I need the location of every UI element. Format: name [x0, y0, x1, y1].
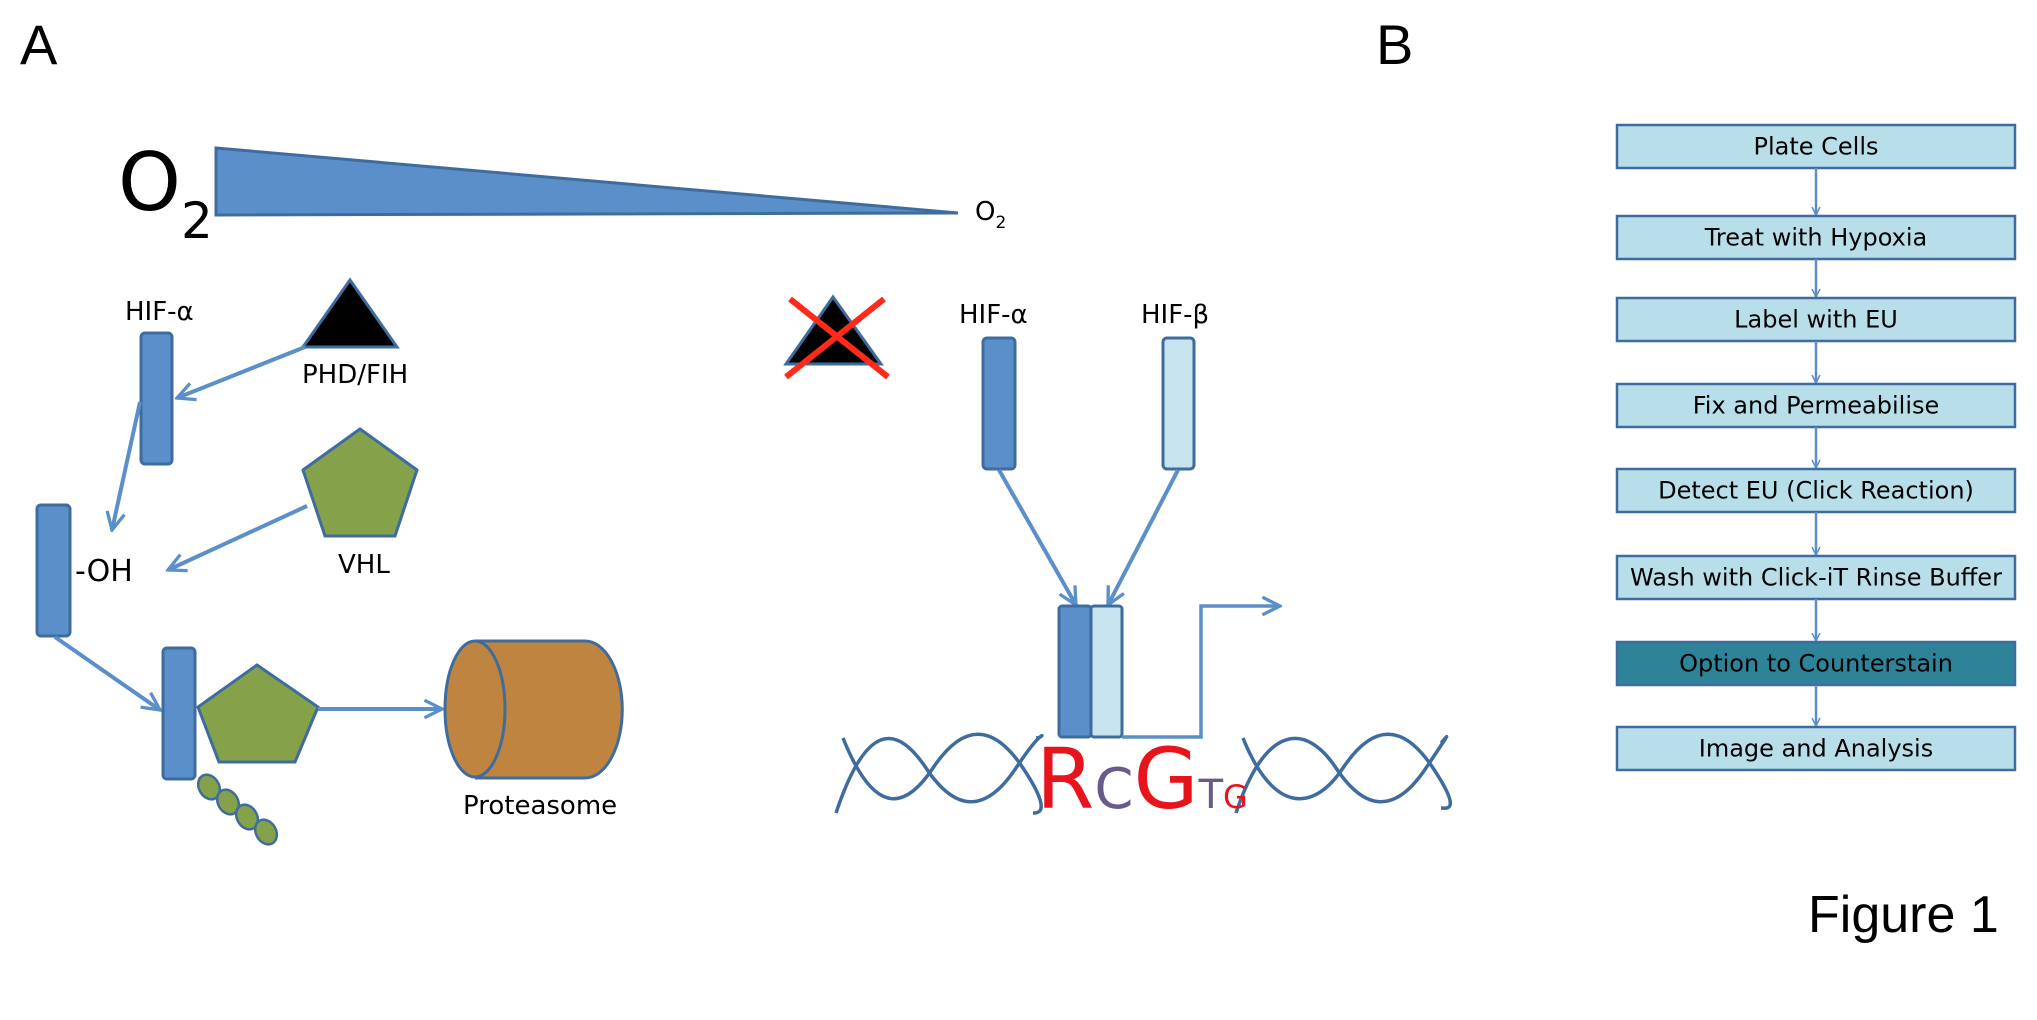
flow-step-label: Treat with Hypoxia — [1704, 224, 1928, 252]
figure-label: Figure 1 — [1808, 886, 1999, 944]
flow-step-label: Label with EU — [1734, 306, 1898, 334]
hif-beta-label: HIF-β — [1141, 300, 1209, 330]
hif-alpha-label-hypoxia: HIF-α — [959, 300, 1028, 330]
hypoxia-pathway: HIF-α HIF-β RCGTG — [783, 294, 1453, 828]
flow-step-box — [1615, 554, 2017, 601]
flow-step-box — [1615, 467, 2017, 514]
flow-step-label: Option to Counterstain — [1679, 650, 1953, 678]
hre-letter-g2: G — [1223, 778, 1248, 816]
hre-letter-g: G — [1133, 730, 1198, 828]
hif-to-oh-arrow — [112, 401, 142, 530]
hif-alpha-label: HIF-α — [125, 297, 194, 327]
panel-a-label: A — [20, 13, 58, 76]
dna-right-helix — [1234, 732, 1453, 814]
hif-alpha-bar — [139, 331, 174, 466]
phd-fih-label: PHD/FIH — [302, 360, 408, 390]
hydroxyl-label: -OH — [75, 554, 133, 589]
vhl-label: VHL — [338, 550, 390, 580]
hre-letter-t: T — [1198, 772, 1224, 818]
hif-beta-to-dimer-arrow — [1106, 469, 1180, 605]
hre-letter-r: R — [1036, 730, 1094, 828]
inhibition-cross-icon — [784, 296, 890, 380]
hre-sequence: RCGTG — [1036, 730, 1248, 828]
flow-step-box — [1615, 725, 2017, 772]
oxygen-gradient-wedge — [214, 146, 959, 217]
hif-beta-bar — [1161, 336, 1196, 471]
oxygen-gradient: O2 O2 — [118, 136, 1006, 250]
ubiquitinated-hif-bar — [161, 646, 197, 781]
proteasome-label: Proteasome — [463, 791, 617, 821]
flow-step-label: Image and Analysis — [1699, 735, 1933, 763]
hre-letter-c: C — [1094, 757, 1133, 822]
dna-left-helix — [834, 732, 1044, 815]
transcription-arrow — [1122, 606, 1280, 739]
oh-to-complex-arrow — [53, 635, 160, 710]
panel-b-label: B — [1376, 13, 1413, 76]
proteasome-cylinder — [443, 639, 624, 780]
flow-step-label: Plate Cells — [1753, 133, 1878, 161]
vhl-bound-pentagon — [196, 663, 320, 764]
vhl-pentagon — [301, 427, 419, 538]
dimer-hif-alpha — [1057, 604, 1093, 739]
flow-step-label: Wash with Click-iT Rinse Buffer — [1630, 564, 2002, 592]
hydroxylated-hif-bar — [35, 503, 72, 638]
flow-step-label: Fix and Permeabilise — [1693, 392, 1940, 420]
flow-step-box — [1615, 382, 2017, 429]
hif-alpha-to-dimer-arrow — [997, 469, 1076, 605]
dimer-hif-beta — [1089, 604, 1124, 739]
vhl-to-oh-arrow — [168, 504, 308, 570]
o2-low-label: O2 — [975, 197, 1006, 233]
flow-step-label: Detect EU (Click Reaction) — [1658, 477, 1974, 505]
normoxia-pathway: HIF-α PHD/FIH -OH VHL Proteasome — [35, 277, 624, 846]
hif-alpha-bar-hypoxia — [981, 336, 1017, 471]
ubiquitin-chain — [196, 773, 279, 846]
phd-to-hif-arrow — [177, 345, 306, 398]
phd-fih-triangle — [300, 277, 400, 349]
o2-high-label: O2 — [118, 136, 213, 250]
